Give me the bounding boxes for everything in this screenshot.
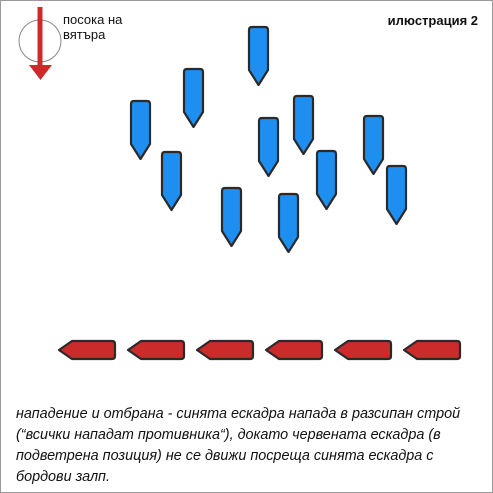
blue-ship-9 bbox=[385, 164, 408, 226]
red-ship-1 bbox=[57, 339, 117, 361]
wind-direction-arrow-icon bbox=[18, 7, 62, 80]
blue-ship-4 bbox=[292, 94, 315, 156]
red-ship-2 bbox=[126, 339, 186, 361]
blue-squadron bbox=[129, 25, 408, 254]
blue-ship-1 bbox=[247, 25, 270, 87]
red-squadron bbox=[57, 339, 462, 361]
red-ship-3 bbox=[195, 339, 255, 361]
blue-ship-10 bbox=[220, 186, 243, 248]
red-ship-6 bbox=[402, 339, 462, 361]
wind-arrow-head bbox=[29, 65, 52, 80]
blue-ship-2 bbox=[182, 67, 205, 129]
blue-ship-6 bbox=[362, 114, 385, 176]
red-ship-5 bbox=[333, 339, 393, 361]
red-ship-4 bbox=[264, 339, 324, 361]
blue-ship-11 bbox=[277, 192, 300, 254]
blue-ship-3 bbox=[129, 99, 152, 161]
wind-direction-label: посока на вятъра bbox=[63, 12, 123, 42]
blue-ship-8 bbox=[315, 149, 338, 211]
blue-ship-5 bbox=[257, 116, 280, 178]
diagram-caption: нападение и отбрана - синята ескадра нап… bbox=[16, 406, 461, 485]
illustration-number: илюстрация 2 bbox=[387, 13, 478, 28]
blue-ship-7 bbox=[160, 150, 183, 212]
wind-arrow-shaft bbox=[37, 7, 43, 67]
